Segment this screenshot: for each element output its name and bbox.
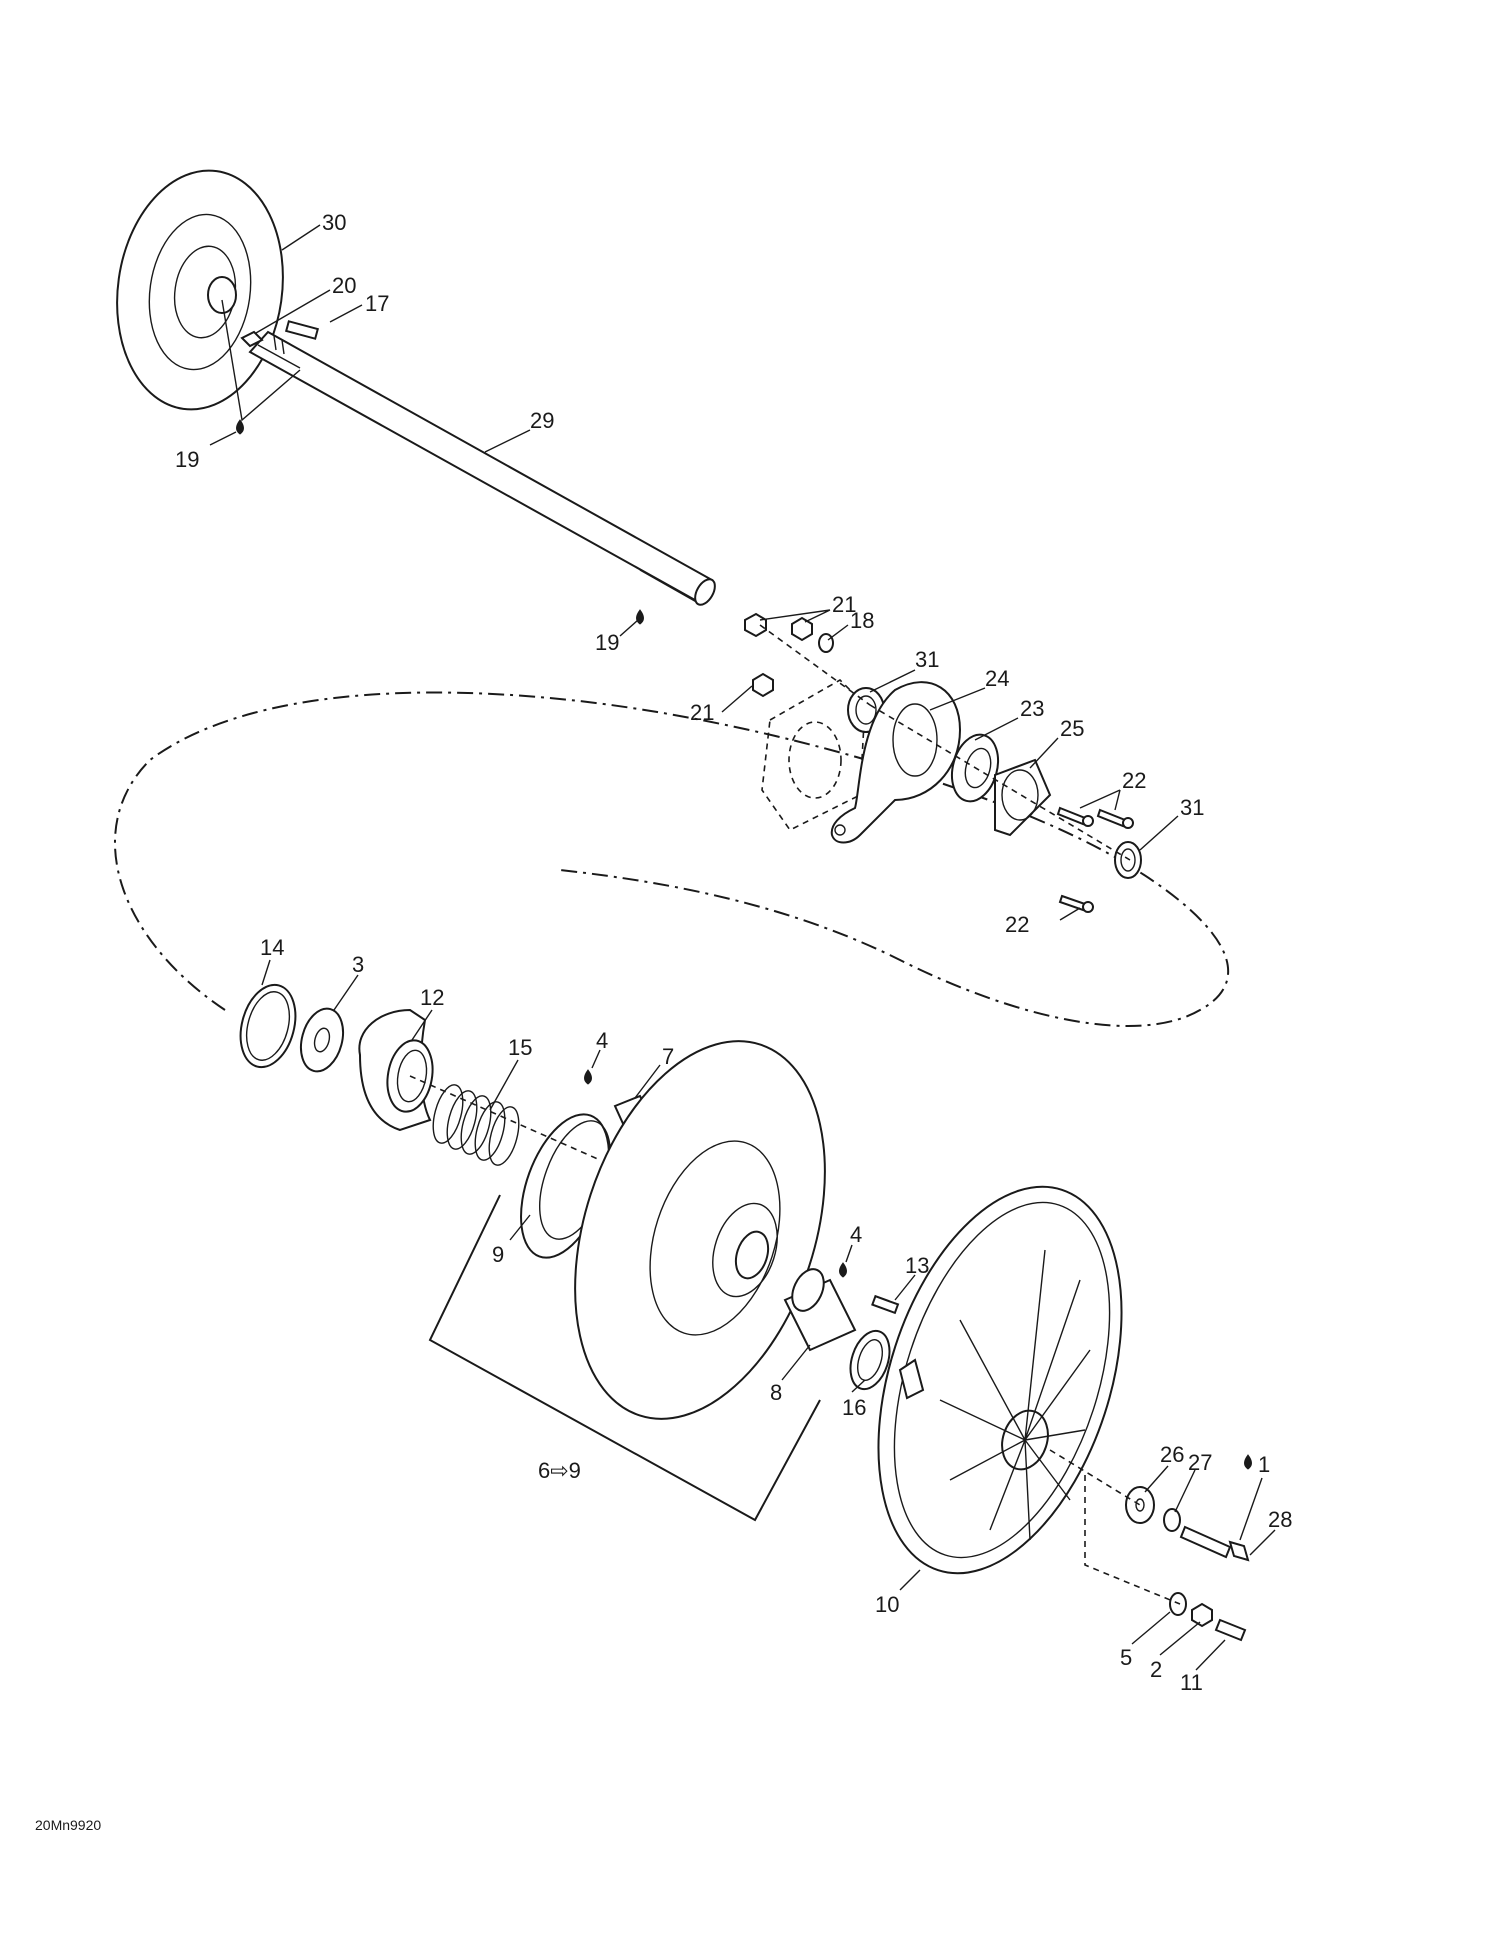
washer-18 bbox=[818, 633, 834, 653]
group-bracket-6-9 bbox=[428, 1194, 821, 1522]
leader-lines bbox=[209, 224, 1276, 1671]
key-17 bbox=[284, 320, 320, 340]
callouts: 30 20 17 29 19 19 21 18 21 31 24 23 25 2… bbox=[175, 210, 1292, 1695]
shaft-29 bbox=[248, 330, 716, 606]
callout-17: 17 bbox=[365, 291, 389, 316]
callout-5: 5 bbox=[1120, 1645, 1132, 1670]
movable-sheave-6 bbox=[574, 1040, 826, 1420]
drive-belt bbox=[114, 691, 1229, 1027]
callout-4-upper: 4 bbox=[596, 1028, 608, 1053]
lube-drop-19-lower bbox=[636, 609, 644, 625]
fixed-sheave-10 bbox=[877, 1185, 1123, 1575]
callout-31-upper: 31 bbox=[915, 647, 939, 672]
callout-10: 10 bbox=[875, 1592, 899, 1617]
callout-27: 27 bbox=[1188, 1450, 1212, 1475]
bolt-22-b bbox=[1096, 808, 1134, 829]
washer-3 bbox=[299, 1007, 345, 1073]
callout-25: 25 bbox=[1060, 716, 1084, 741]
callout-6-9: 6⇨9 bbox=[538, 1458, 581, 1483]
callout-4-lower: 4 bbox=[850, 1222, 862, 1247]
washer-16 bbox=[849, 1329, 891, 1391]
cam-12 bbox=[358, 1008, 434, 1132]
callout-31-lower: 31 bbox=[1180, 795, 1204, 820]
bolt-28 bbox=[1179, 1525, 1250, 1562]
callout-29: 29 bbox=[530, 408, 554, 433]
lube-drop-1 bbox=[1244, 1454, 1252, 1470]
callout-21-upper: 21 bbox=[832, 592, 856, 617]
callout-14: 14 bbox=[260, 935, 284, 960]
callout-9: 9 bbox=[492, 1242, 504, 1267]
washer-27 bbox=[1163, 1508, 1181, 1532]
callout-28: 28 bbox=[1268, 1507, 1292, 1532]
set-screw-11 bbox=[1214, 1618, 1247, 1642]
nuts-21 bbox=[744, 612, 813, 698]
callout-26: 26 bbox=[1160, 1442, 1184, 1467]
key-13 bbox=[871, 1294, 900, 1315]
lube-drop-19-upper bbox=[236, 419, 244, 435]
assembly-axis-upper bbox=[759, 624, 1131, 861]
assembly-axis-lower bbox=[409, 1075, 1181, 1605]
callout-18: 18 bbox=[850, 608, 874, 633]
bushing-8 bbox=[783, 1268, 857, 1352]
callout-1: 1 bbox=[1258, 1452, 1270, 1477]
nut-2 bbox=[1191, 1602, 1213, 1628]
callout-2: 2 bbox=[1150, 1657, 1162, 1682]
callout-23: 23 bbox=[1020, 696, 1044, 721]
callout-24: 24 bbox=[985, 666, 1009, 691]
retaining-ring-14 bbox=[239, 983, 297, 1069]
callout-8: 8 bbox=[770, 1380, 782, 1405]
bearing-flange-25 bbox=[994, 758, 1052, 837]
callout-22-lower: 22 bbox=[1005, 912, 1029, 937]
bearing-bracket bbox=[761, 679, 866, 832]
callout-19-upper: 19 bbox=[175, 447, 199, 472]
bearing-plate-24 bbox=[830, 681, 962, 844]
callout-12: 12 bbox=[420, 985, 444, 1010]
lube-drop-4-lower bbox=[839, 1262, 847, 1278]
seal-31-lower bbox=[1114, 841, 1142, 879]
washer-26 bbox=[1125, 1486, 1155, 1524]
callout-30: 30 bbox=[322, 210, 346, 235]
callout-19-lower: 19 bbox=[595, 630, 619, 655]
bolt-22-c bbox=[1058, 894, 1094, 913]
callout-11: 11 bbox=[1180, 1670, 1203, 1695]
callout-20: 20 bbox=[332, 273, 356, 298]
bolt-22-a bbox=[1056, 806, 1094, 827]
set-screw-20 bbox=[240, 330, 264, 348]
diagram-code: 20Mn9920 bbox=[35, 1817, 101, 1833]
callout-3: 3 bbox=[352, 952, 364, 977]
callout-22-upper: 22 bbox=[1122, 768, 1146, 793]
callout-16: 16 bbox=[842, 1395, 866, 1420]
spring-15 bbox=[432, 1084, 520, 1166]
lube-drop-4-upper bbox=[584, 1069, 592, 1085]
callout-7: 7 bbox=[662, 1044, 674, 1069]
fixed-sheave-30 bbox=[116, 169, 284, 411]
callout-15: 15 bbox=[508, 1035, 532, 1060]
callout-21-lower: 21 bbox=[690, 700, 714, 725]
callout-13: 13 bbox=[905, 1253, 929, 1278]
